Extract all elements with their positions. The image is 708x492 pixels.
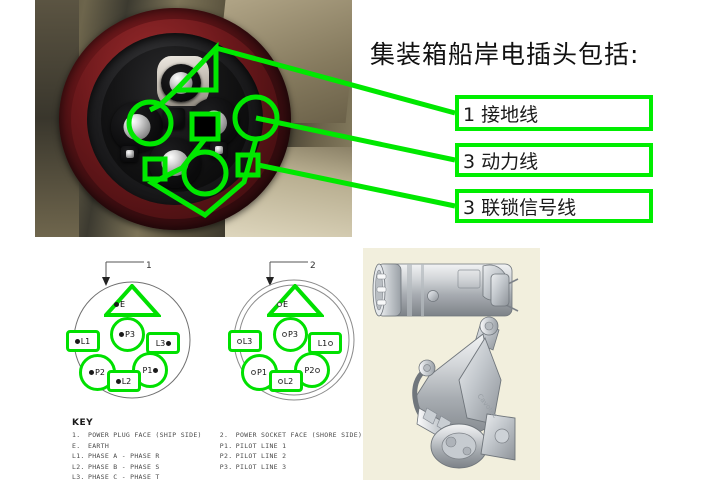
marker-L2-socket: L2 [269, 370, 303, 392]
key-text: POWER SOCKET FACE (SHORE SIDE) [235, 431, 363, 439]
key-text: PILOT LINE 1 [235, 441, 287, 450]
marker-L2: L2 [107, 370, 141, 392]
key-text: PILOT LINE 3 [235, 462, 287, 471]
pilot-contact-center [163, 108, 185, 129]
marker-L1-socket: L1 [308, 332, 342, 354]
key-row: L2. PHASE B - PHASE S [72, 463, 202, 471]
key-text: PILOT LINE 2 [235, 452, 287, 460]
marker-L1: L1 [66, 330, 100, 352]
cad-connector-body [372, 263, 519, 317]
diagram-ref-2: 2 [310, 261, 316, 271]
key-column-right: 2. POWER SOCKET FACE (SHORE SIDE) P1. PI… [220, 431, 362, 481]
cad-drawing: Cavotec [372, 263, 519, 469]
marker-label-E-socket: E [277, 300, 289, 309]
callout-box-ground: 1 接地线 [455, 95, 653, 131]
marker-E-triangle [104, 284, 161, 317]
pinout-diagram-plug-face: 1 E P3 L1 L3 P2 P1 L2 [62, 252, 202, 402]
key-text: POWER PLUG FACE (SHIP SIDE) [88, 431, 202, 439]
power-pin-right [189, 98, 239, 147]
marker-E-triangle-socket [267, 284, 324, 317]
callout-box-interlock: 3 联锁信号线 [455, 189, 653, 223]
key-row: L3. PHASE C - PHASE T [72, 473, 202, 481]
key-code: P3. [219, 462, 233, 471]
connector-red-ring [71, 19, 279, 219]
key-row: L1. PHASE A - PHASE R [72, 452, 202, 460]
marker-P3-socket: P3 [273, 317, 308, 352]
cad-illustration: Cavotec [363, 248, 540, 480]
key-text: EARTH [88, 441, 110, 450]
marker-P3: P3 [110, 317, 145, 352]
earth-pin [161, 64, 201, 102]
plug-photo [35, 0, 352, 237]
key-legend: KEY 1. POWER PLUG FACE (SHIP SIDE) E. EA… [72, 418, 362, 481]
key-row: 1. POWER PLUG FACE (SHIP SIDE) [72, 431, 202, 439]
marker-L3: L3 [146, 332, 180, 354]
marker-L3-socket: L3 [228, 330, 262, 352]
key-text: PHASE B - PHASE S [88, 462, 160, 471]
diagram-ref-1: 1 [146, 261, 152, 271]
pinout-diagram-socket-face: 2 E P3 L3 L1 P1 P2 L2 [222, 252, 362, 402]
power-pin-bottom [149, 138, 201, 188]
key-code: L3. [72, 473, 85, 481]
key-row: E. EARTH [72, 442, 202, 450]
key-code: P1. [219, 441, 233, 450]
key-code: P2. [219, 452, 233, 460]
key-row: 2. POWER SOCKET FACE (SHORE SIDE) [220, 431, 362, 439]
power-pin-left [111, 102, 163, 152]
connector-face [101, 46, 249, 192]
connector-outer-shell [59, 8, 291, 230]
cad-lever-mechanism: Cavotec [412, 316, 516, 469]
key-code: E. [72, 441, 81, 450]
key-row: P1. PILOT LINE 1 [220, 442, 362, 450]
pilot-contact-left [121, 146, 138, 162]
callout-box-power: 3 动力线 [455, 143, 653, 177]
key-code: L2. [72, 462, 85, 471]
key-row: P2. PILOT LINE 2 [220, 452, 362, 460]
marker-label-E: E [114, 300, 126, 309]
key-text: PHASE A - PHASE R [88, 452, 160, 460]
pilot-contact-right [210, 142, 227, 158]
key-row: P3. PILOT LINE 3 [220, 463, 362, 471]
connector-black-body [87, 33, 263, 205]
key-code: 1. [72, 431, 81, 439]
key-code: L1. [72, 452, 85, 460]
key-title: KEY [72, 418, 94, 428]
page-title: 集装箱船岸电插头包括: [370, 40, 640, 69]
key-code: 2. [219, 431, 229, 439]
key-column-left: 1. POWER PLUG FACE (SHIP SIDE) E. EARTH … [72, 431, 202, 481]
key-text: PHASE C - PHASE T [88, 473, 160, 481]
